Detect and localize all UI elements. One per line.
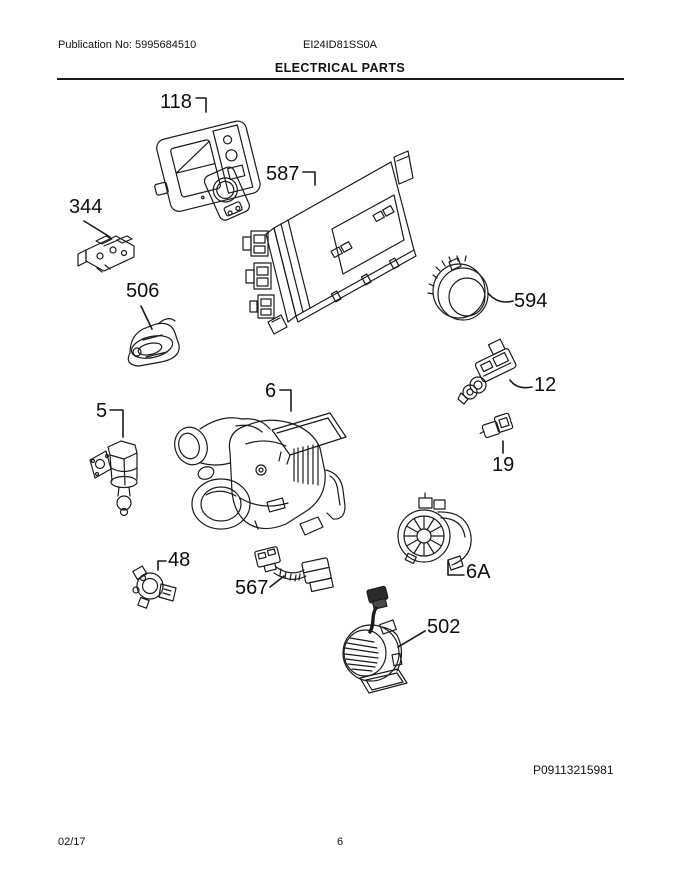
publication-number: Publication No: 5995684510 (58, 39, 197, 51)
part-118-drawing (144, 119, 262, 222)
leader-6 (280, 390, 291, 411)
leader-6A (448, 561, 464, 575)
leader-344 (84, 221, 110, 237)
callout-label-344: 344 (69, 196, 103, 218)
callout-label-567: 567 (235, 577, 269, 599)
callout-label-118: 118 (160, 91, 192, 113)
leader-567 (270, 576, 284, 587)
leader-5 (110, 410, 123, 437)
leader-12 (510, 380, 532, 388)
header-rule (57, 78, 624, 80)
callout-label-19: 19 (492, 454, 515, 476)
part-567-drawing (254, 546, 333, 592)
leader-118 (196, 98, 206, 112)
part-344-drawing (78, 236, 134, 272)
part-502-drawing (343, 586, 407, 693)
callout-label-6A: 6A (466, 561, 491, 583)
part-12-drawing (458, 338, 517, 404)
part-5-drawing (90, 441, 137, 516)
leader-48 (158, 561, 166, 570)
callout-label-12: 12 (534, 374, 557, 396)
leader-587 (303, 172, 315, 185)
callout-label-502: 502 (427, 616, 461, 638)
callout-label-48: 48 (168, 549, 191, 571)
model-number: EI24ID81SS0A (303, 39, 377, 51)
callout-leaders (84, 98, 532, 647)
diagram-code: P09113215981 (533, 763, 614, 777)
footer-page-number: 6 (336, 836, 344, 848)
part-6-drawing (170, 413, 346, 535)
leader-502 (398, 631, 425, 647)
callout-label-594: 594 (514, 290, 548, 312)
callout-label-587: 587 (266, 163, 300, 185)
callout-label-5: 5 (96, 400, 108, 422)
leader-506 (141, 306, 152, 329)
footer-date: 02/17 (58, 836, 86, 848)
part-587-drawing (243, 151, 416, 334)
part-6A-drawing (398, 493, 471, 570)
part-594-drawing (428, 256, 488, 320)
callout-label-6: 6 (265, 380, 277, 402)
leader-594 (488, 293, 513, 302)
part-506-drawing (128, 319, 179, 366)
part-19-drawing (477, 413, 514, 439)
section-title: ELECTRICAL PARTS (274, 61, 406, 75)
part-48-drawing (133, 566, 176, 608)
callout-label-506: 506 (126, 280, 160, 302)
